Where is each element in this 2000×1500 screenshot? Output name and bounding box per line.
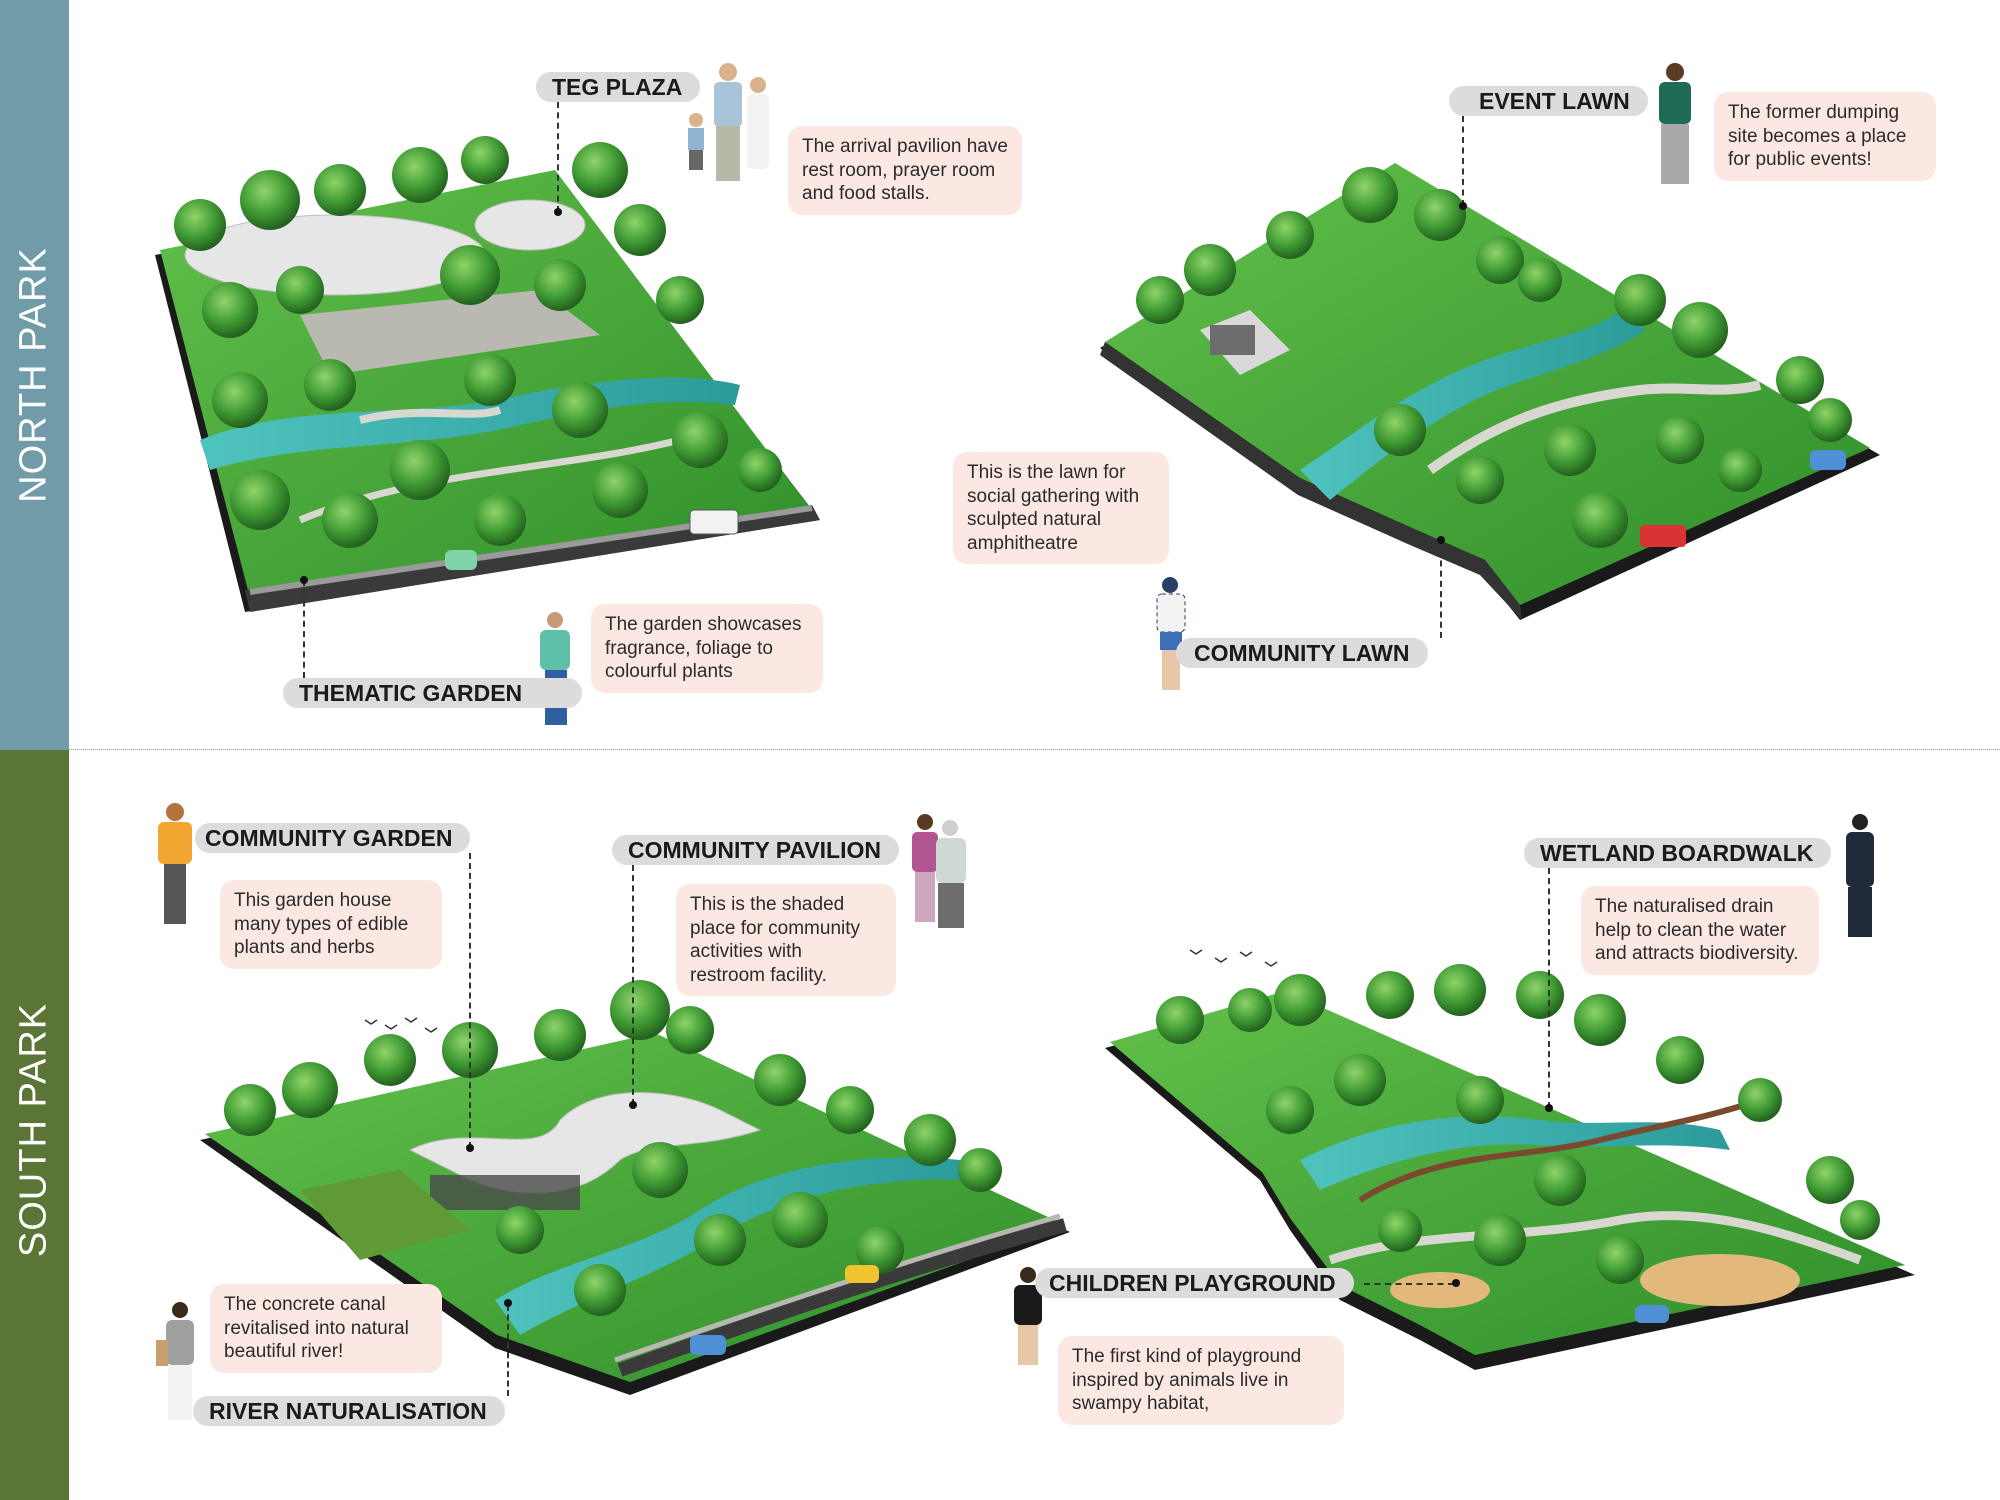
community-lawn-marker bbox=[1437, 536, 1445, 544]
event-lawn-callout: The former dumping site becomes a place … bbox=[1714, 92, 1936, 181]
community-pavilion-leader bbox=[632, 865, 634, 1105]
thematic-garden-leader bbox=[303, 580, 305, 678]
community-pavilion-callout: This is the shaded place for community a… bbox=[676, 884, 896, 996]
thematic-garden-marker bbox=[300, 576, 308, 584]
south-east-block bbox=[1105, 964, 1915, 1370]
teg-plaza-callout: The arrival pavilion have rest room, pra… bbox=[788, 126, 1022, 215]
wetland-boardwalk-marker bbox=[1545, 1104, 1553, 1112]
community-pavilion-label: COMMUNITY PAVILION bbox=[612, 835, 899, 865]
teg-plaza-leader bbox=[557, 102, 559, 212]
community-garden-label: COMMUNITY GARDEN bbox=[195, 823, 471, 853]
community-garden-leader bbox=[469, 853, 471, 1148]
thematic-garden-label: THEMATIC GARDEN bbox=[283, 678, 583, 708]
river-naturalisation-label: RIVER NATURALISATION bbox=[193, 1396, 505, 1426]
children-playground-label: CHILDREN PLAYGROUND bbox=[1035, 1268, 1354, 1298]
children-playground-callout: The first kind of playground inspired by… bbox=[1058, 1336, 1344, 1425]
river-naturalisation-leader bbox=[507, 1305, 509, 1396]
community-garden-callout: This garden house many types of edible p… bbox=[220, 880, 442, 969]
north-park-band: NORTH PARK bbox=[0, 0, 69, 750]
thematic-garden-callout: The garden showcases fragrance, foliage … bbox=[591, 604, 823, 693]
teg-plaza-label: TEG PLAZA bbox=[536, 72, 701, 102]
south-west-block bbox=[200, 980, 1070, 1395]
community-lawn-label: COMMUNITY LAWN bbox=[1176, 638, 1428, 668]
river-naturalisation-marker bbox=[504, 1299, 512, 1307]
wetland-boardwalk-leader bbox=[1548, 868, 1550, 1108]
community-lawn-leader bbox=[1440, 540, 1442, 638]
north-west-block bbox=[155, 136, 820, 612]
community-pavilion-marker bbox=[629, 1101, 637, 1109]
children-playground-marker bbox=[1452, 1279, 1460, 1287]
teg-plaza-marker bbox=[554, 208, 562, 216]
children-playground-leader bbox=[1364, 1283, 1454, 1285]
section-divider bbox=[69, 749, 2000, 750]
community-lawn-callout: This is the lawn for social gathering wi… bbox=[953, 452, 1169, 564]
wetland-boardwalk-callout: The naturalised drain help to clean the … bbox=[1581, 886, 1819, 975]
wetland-boardwalk-label: WETLAND BOARDWALK bbox=[1524, 838, 1832, 868]
event-lawn-label: EVENT LAWN bbox=[1449, 86, 1648, 116]
river-naturalisation-callout: The concrete canal revitalised into natu… bbox=[210, 1284, 442, 1373]
south-park-band: SOUTH PARK bbox=[0, 750, 69, 1500]
north-east-block bbox=[1100, 163, 1880, 620]
event-lawn-leader bbox=[1462, 116, 1464, 206]
event-lawn-marker bbox=[1459, 202, 1467, 210]
community-garden-marker bbox=[466, 1144, 474, 1152]
